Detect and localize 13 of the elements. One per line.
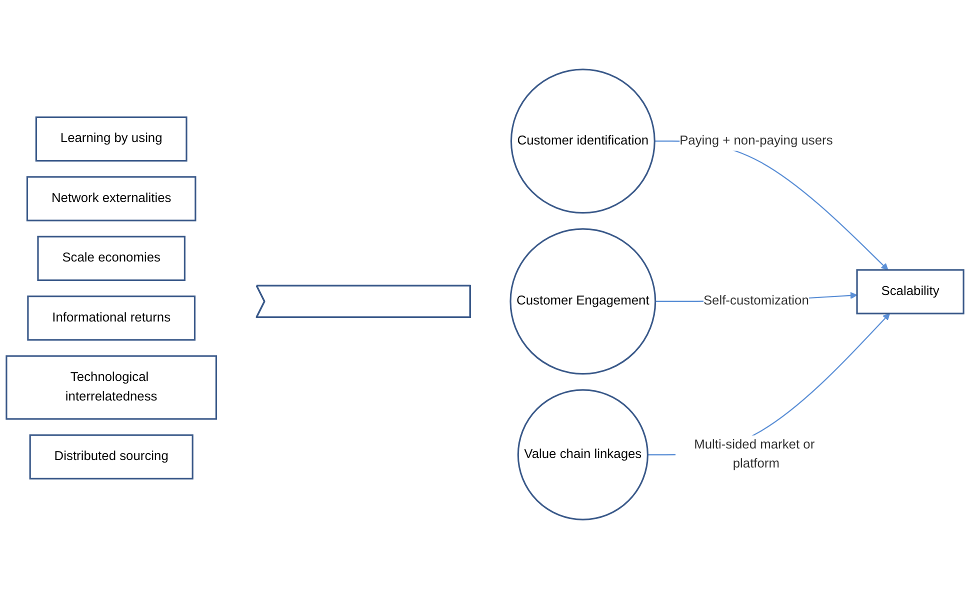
node-circle [517, 389, 648, 520]
node-box [856, 269, 964, 314]
node-circle [510, 68, 656, 214]
edge-label: Self-customization [703, 294, 809, 308]
edge-label: Multi-sided market or platform [694, 438, 815, 471]
node-circle [510, 228, 656, 375]
node-box [27, 296, 196, 341]
node-box [26, 176, 196, 222]
node-box [29, 434, 194, 480]
node-box [37, 236, 186, 282]
edge-label: Paying + non-paying users [680, 134, 833, 148]
node-box [35, 116, 188, 162]
node-box [6, 355, 218, 420]
